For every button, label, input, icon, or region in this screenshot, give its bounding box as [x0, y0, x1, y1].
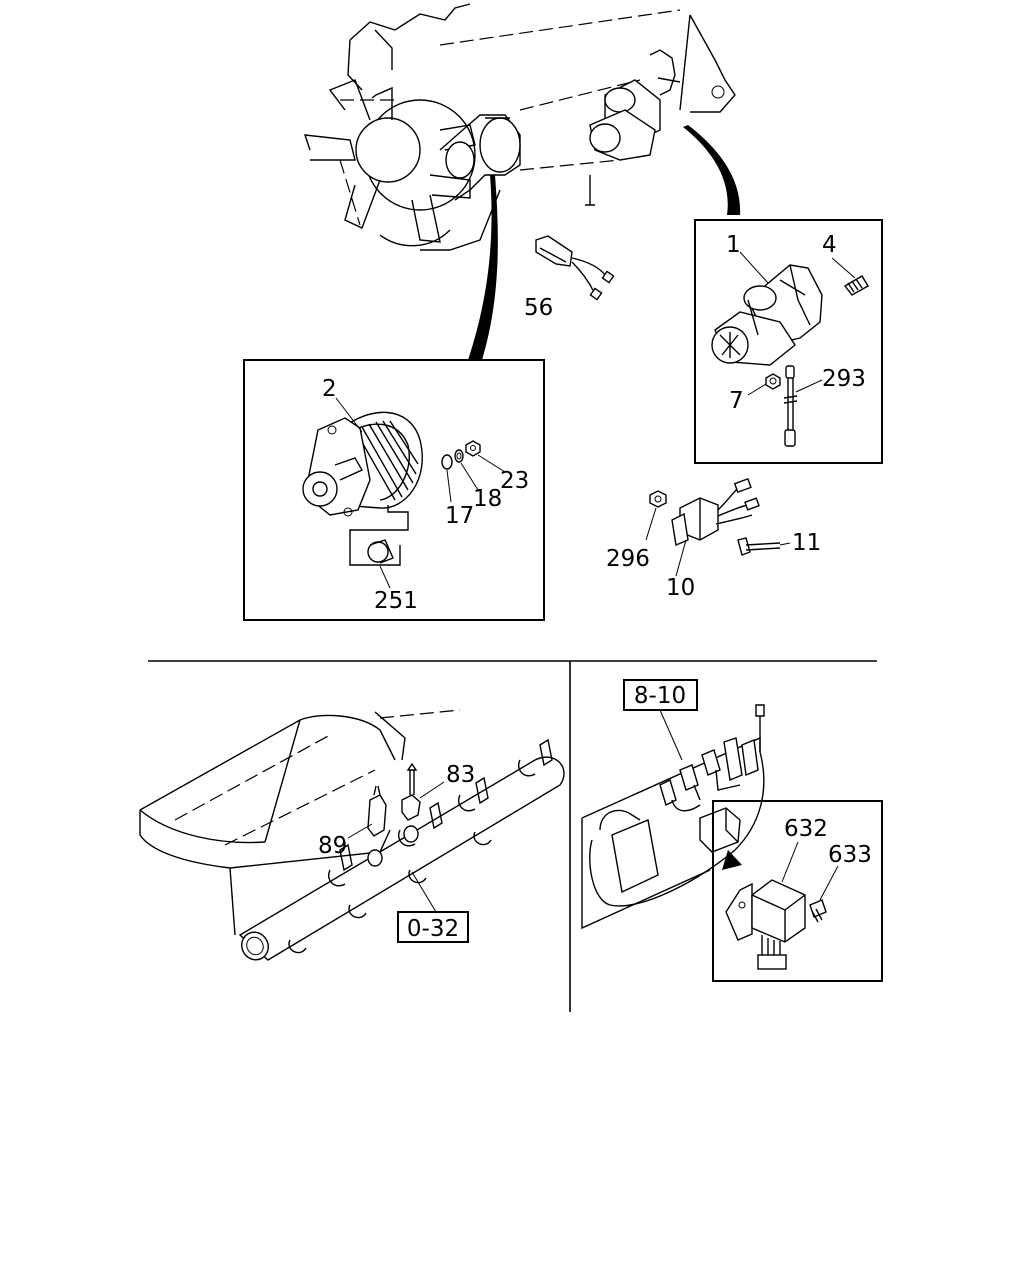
leader-line-17	[446, 469, 452, 503]
leader-line-0-32	[411, 871, 437, 913]
leader-line-89	[347, 823, 373, 839]
alternator-bracket-illustration	[439, 114, 521, 201]
engine-block-illustration	[303, 3, 741, 360]
leader-line-4	[831, 257, 856, 279]
control-module-632-illustration	[725, 879, 806, 970]
leader-line-293	[795, 379, 823, 393]
leader-line-83	[419, 781, 445, 799]
callout-633: 633	[828, 842, 872, 868]
leader-line-23	[477, 454, 506, 473]
nut-7-illustration	[765, 373, 781, 390]
reference-0-32: 0-32	[407, 916, 459, 942]
nut-296-illustration	[649, 490, 667, 508]
reference-box-0-32	[397, 911, 469, 943]
callout-18: 18	[473, 486, 502, 512]
washer-18-illustration	[454, 449, 464, 463]
callout-293: 293	[822, 366, 866, 392]
intake-cover-illustration	[139, 709, 461, 936]
cable-293-illustration	[783, 365, 798, 447]
nut-23-illustration	[465, 440, 481, 457]
callout-17: 17	[445, 503, 474, 529]
sensor-89-illustration	[367, 785, 387, 867]
starter-motor-illustration	[711, 264, 823, 366]
screw-633-illustration	[809, 899, 827, 923]
starter-detail-box	[694, 219, 883, 464]
leader-line-11	[779, 542, 791, 546]
callout-11: 11	[792, 530, 821, 556]
bolt-11-illustration	[737, 537, 781, 556]
callout-2: 2	[322, 376, 337, 402]
leader-line-296	[645, 507, 657, 541]
leader-to-starter-box	[683, 125, 741, 215]
callout-632: 632	[784, 816, 828, 842]
callout-89: 89	[318, 833, 347, 859]
callout-1: 1	[726, 232, 741, 258]
callout-296: 296	[606, 546, 650, 572]
callout-23: 23	[500, 468, 529, 494]
leader-line-2	[335, 397, 363, 433]
leader-to-alternator-box	[468, 175, 498, 360]
callout-10: 10	[666, 575, 695, 601]
sensor-switch-56	[535, 235, 615, 301]
callout-83: 83	[446, 762, 475, 788]
relay-10-illustration	[671, 478, 760, 546]
callout-56: 56	[524, 295, 553, 321]
washer-17-illustration	[441, 454, 453, 470]
callout-7: 7	[729, 388, 744, 414]
fuel-rail-illustration	[238, 738, 565, 961]
leader-line-8-10	[659, 709, 683, 761]
leader-line-7	[747, 383, 767, 396]
callout-251: 251	[374, 588, 418, 614]
reference-8-10: 8-10	[634, 683, 686, 709]
callout-4: 4	[822, 232, 837, 258]
leader-line-18	[460, 462, 479, 491]
leader-line-633	[819, 865, 839, 901]
sensor-83-illustration	[401, 762, 421, 843]
leader-line-632	[781, 841, 799, 883]
leader-line-10	[675, 539, 687, 577]
starter-mount-illustration	[589, 49, 681, 161]
module-detail-box	[712, 800, 883, 982]
cooling-fan-illustration	[303, 79, 476, 247]
bolt-4-illustration	[843, 275, 869, 296]
leader-line-251	[379, 565, 391, 589]
leader-line-1	[739, 251, 769, 284]
wiring-panel-illustration	[581, 704, 765, 930]
alternator-illustration	[302, 411, 423, 566]
alternator-detail-box	[243, 359, 545, 621]
